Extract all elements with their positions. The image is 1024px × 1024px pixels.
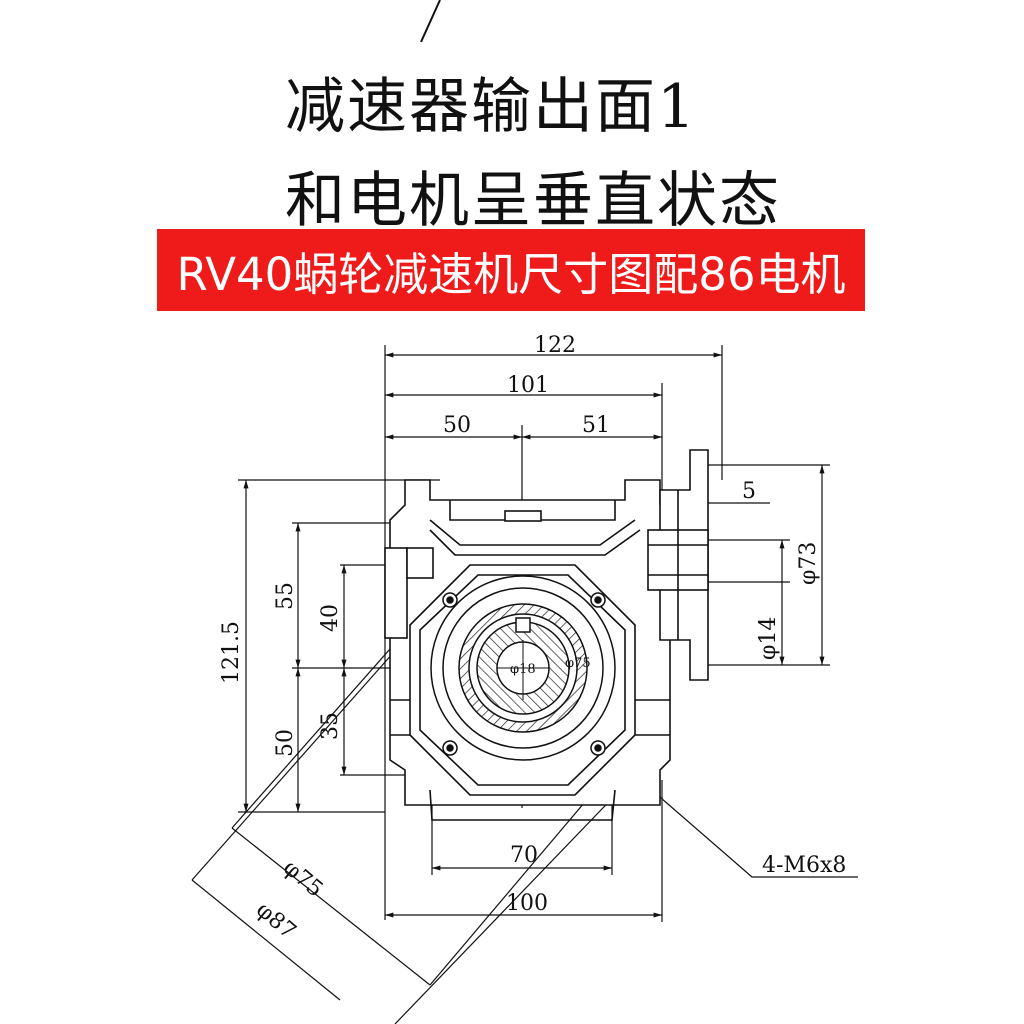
dim-14: φ14 bbox=[756, 617, 781, 660]
dim-121-5: 121.5 bbox=[219, 621, 244, 684]
dim-70: 70 bbox=[510, 843, 538, 868]
dim-40: 40 bbox=[318, 604, 343, 632]
dim-50-top: 50 bbox=[443, 413, 471, 438]
dim-101: 101 bbox=[507, 373, 549, 398]
handwritten-note-line-1: 减速器输出面1 bbox=[285, 72, 698, 142]
dim-18-inner: φ18 bbox=[510, 662, 536, 677]
dim-55: 55 bbox=[273, 582, 298, 610]
dim-50-left: 50 bbox=[273, 729, 298, 757]
pen-stroke bbox=[420, 0, 441, 43]
dim-5: 5 bbox=[742, 479, 756, 504]
bolt-note: 4-M6x8 bbox=[762, 853, 846, 878]
dim-87-diag: φ87 bbox=[251, 897, 300, 944]
dim-51: 51 bbox=[582, 413, 610, 438]
dim-35: 35 bbox=[318, 712, 343, 740]
handwritten-note-line-2: 和电机呈垂直状态 bbox=[285, 166, 781, 236]
dim-75-inner: φ75 bbox=[565, 656, 591, 671]
bolt-holes bbox=[442, 592, 606, 756]
dim-100: 100 bbox=[506, 891, 548, 916]
output-flange bbox=[430, 575, 616, 761]
dim-122: 122 bbox=[534, 333, 576, 358]
dim-73: φ73 bbox=[796, 542, 821, 585]
title-banner: RV40蜗轮减速机尺寸图配86电机 bbox=[157, 229, 865, 311]
dim-75-diag: φ75 bbox=[278, 855, 327, 902]
